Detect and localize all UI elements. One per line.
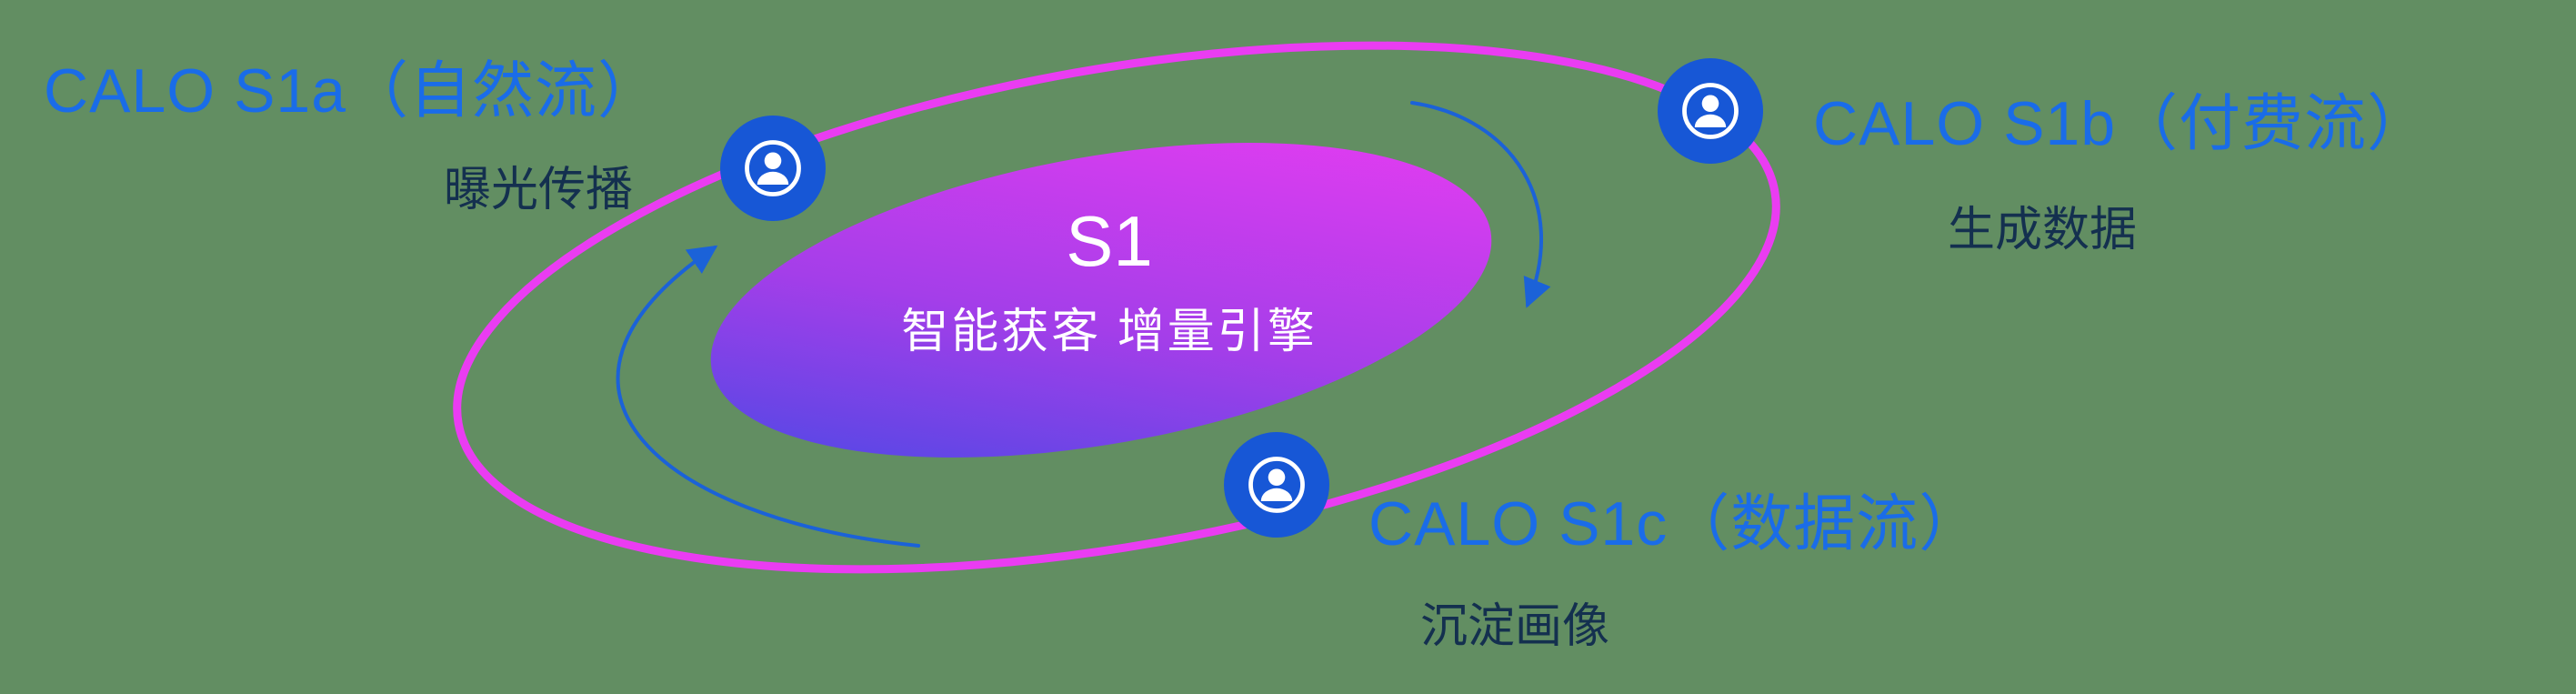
label-calo-s1c: CALO S1c（数据流） — [1368, 489, 1982, 558]
user-circle-icon — [745, 140, 801, 196]
core-subtitle: 智能获客 增量引擎 — [901, 306, 1318, 358]
label-calo-s1b: CALO S1b（付费流） — [1813, 89, 2431, 158]
user-circle-icon — [1248, 457, 1305, 513]
core-text-block: S1 智能获客 增量引擎 — [782, 206, 1437, 361]
orbit-ellipse — [453, 41, 1780, 574]
node-calo-s1a — [720, 116, 826, 221]
sublabel-calo-s1c: 沉淀画像 — [1420, 600, 1610, 653]
sublabel-calo-s1a: 曝光传播 — [444, 164, 634, 216]
flow-arrow-left — [616, 245, 920, 548]
node-calo-s1b — [1658, 58, 1763, 164]
core-ellipse — [710, 143, 1492, 458]
flow-arrow-right — [1410, 101, 1551, 308]
label-calo-s1a: CALO S1a（自然流） — [44, 56, 661, 126]
node-calo-s1c — [1224, 432, 1329, 538]
user-circle-icon — [1682, 83, 1739, 139]
core-title: S1 — [1066, 201, 1153, 281]
sublabel-calo-s1b: 生成数据 — [1948, 204, 2138, 256]
